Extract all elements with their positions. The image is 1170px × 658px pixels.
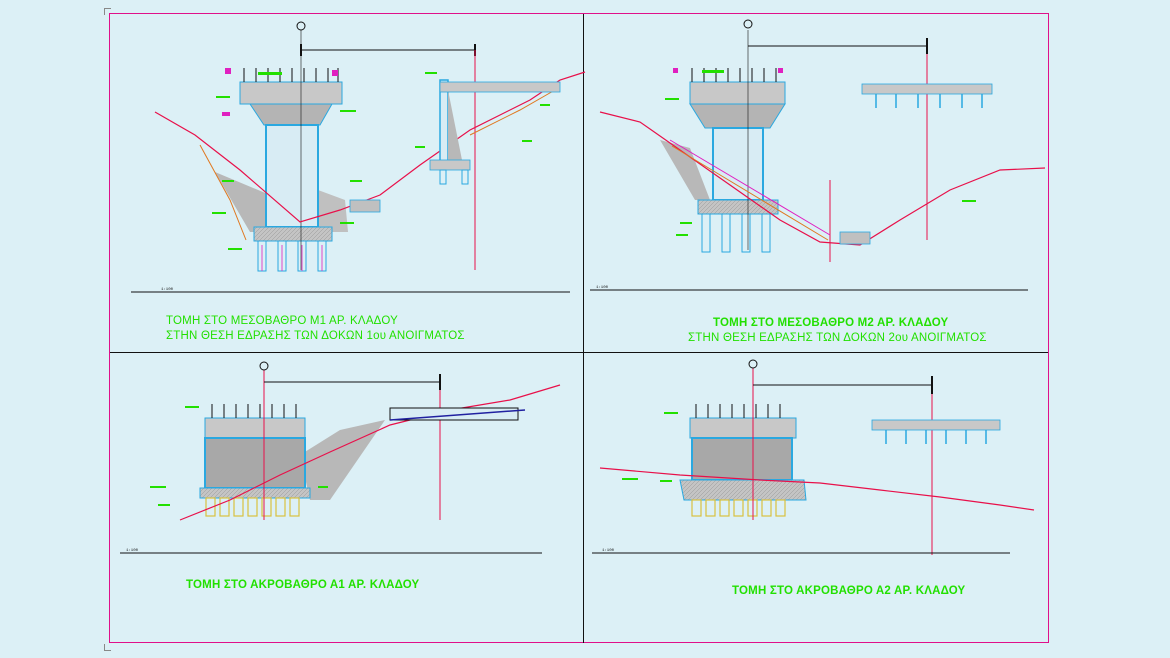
sheet-corner-mark (104, 8, 111, 15)
panel-a1-title: ΤΟΜΗ ΣΤΟ ΑΚΡΟΒΑΘΡΟ Α1 ΑΡ. ΚΛΑΔΟΥ (186, 579, 420, 591)
scale-label-m1: 1:100 (161, 288, 174, 292)
scale-label-a1: 1:100 (126, 549, 139, 553)
section-m1-drawing (131, 21, 586, 293)
ground-line-m1 (154, 71, 586, 223)
scale-label-m2: 1:100 (596, 286, 609, 290)
scale-label-a2: 1:100 (602, 549, 615, 553)
panel-m2-subtitle: ΣΤΗΝ ΘΕΣΗ ΕΔΡΑΣΗΣ ΤΩΝ ΔΟΚΩΝ 2ου ΑΝΟΙΓΜΑΤ… (688, 332, 987, 344)
pier-column (265, 124, 319, 228)
section-a1-drawing (120, 361, 561, 554)
piles (257, 240, 327, 272)
section-m2-drawing (590, 19, 1046, 291)
panel-a2-title: ΤΟΜΗ ΣΤΟ ΑΚΡΟΒΑΘΡΟ Α2 ΑΡ. ΚΛΑΔΟΥ (732, 585, 966, 597)
panel-m1-subtitle: ΣΤΗΝ ΘΕΣΗ ΕΔΡΑΣΗΣ ΤΩΝ ΔΟΚΩΝ 1ου ΑΝΟΙΓΜΑΤ… (166, 330, 465, 342)
footing (253, 226, 333, 242)
sheet-divider-vertical (583, 14, 584, 643)
soil-fill-right (318, 190, 348, 232)
sheet-divider-horizontal (110, 352, 1048, 353)
deck-slab (239, 81, 343, 105)
panel-m1-title: ΤΟΜΗ ΣΤΟ ΜΕΣΟΒΑΘΡΟ Μ1 ΑΡ. ΚΛΑΔΟΥ (166, 315, 398, 327)
sheet-corner-mark (104, 644, 111, 651)
drawing-sheet-frame (109, 13, 1049, 643)
panel-m2-title: ΤΟΜΗ ΣΤΟ ΜΕΣΟΒΑΘΡΟ Μ2 ΑΡ. ΚΛΑΔΟΥ (713, 317, 949, 329)
pier-cap (249, 103, 333, 126)
soil-fill-left (215, 172, 270, 232)
section-a2-drawing (592, 359, 1035, 555)
